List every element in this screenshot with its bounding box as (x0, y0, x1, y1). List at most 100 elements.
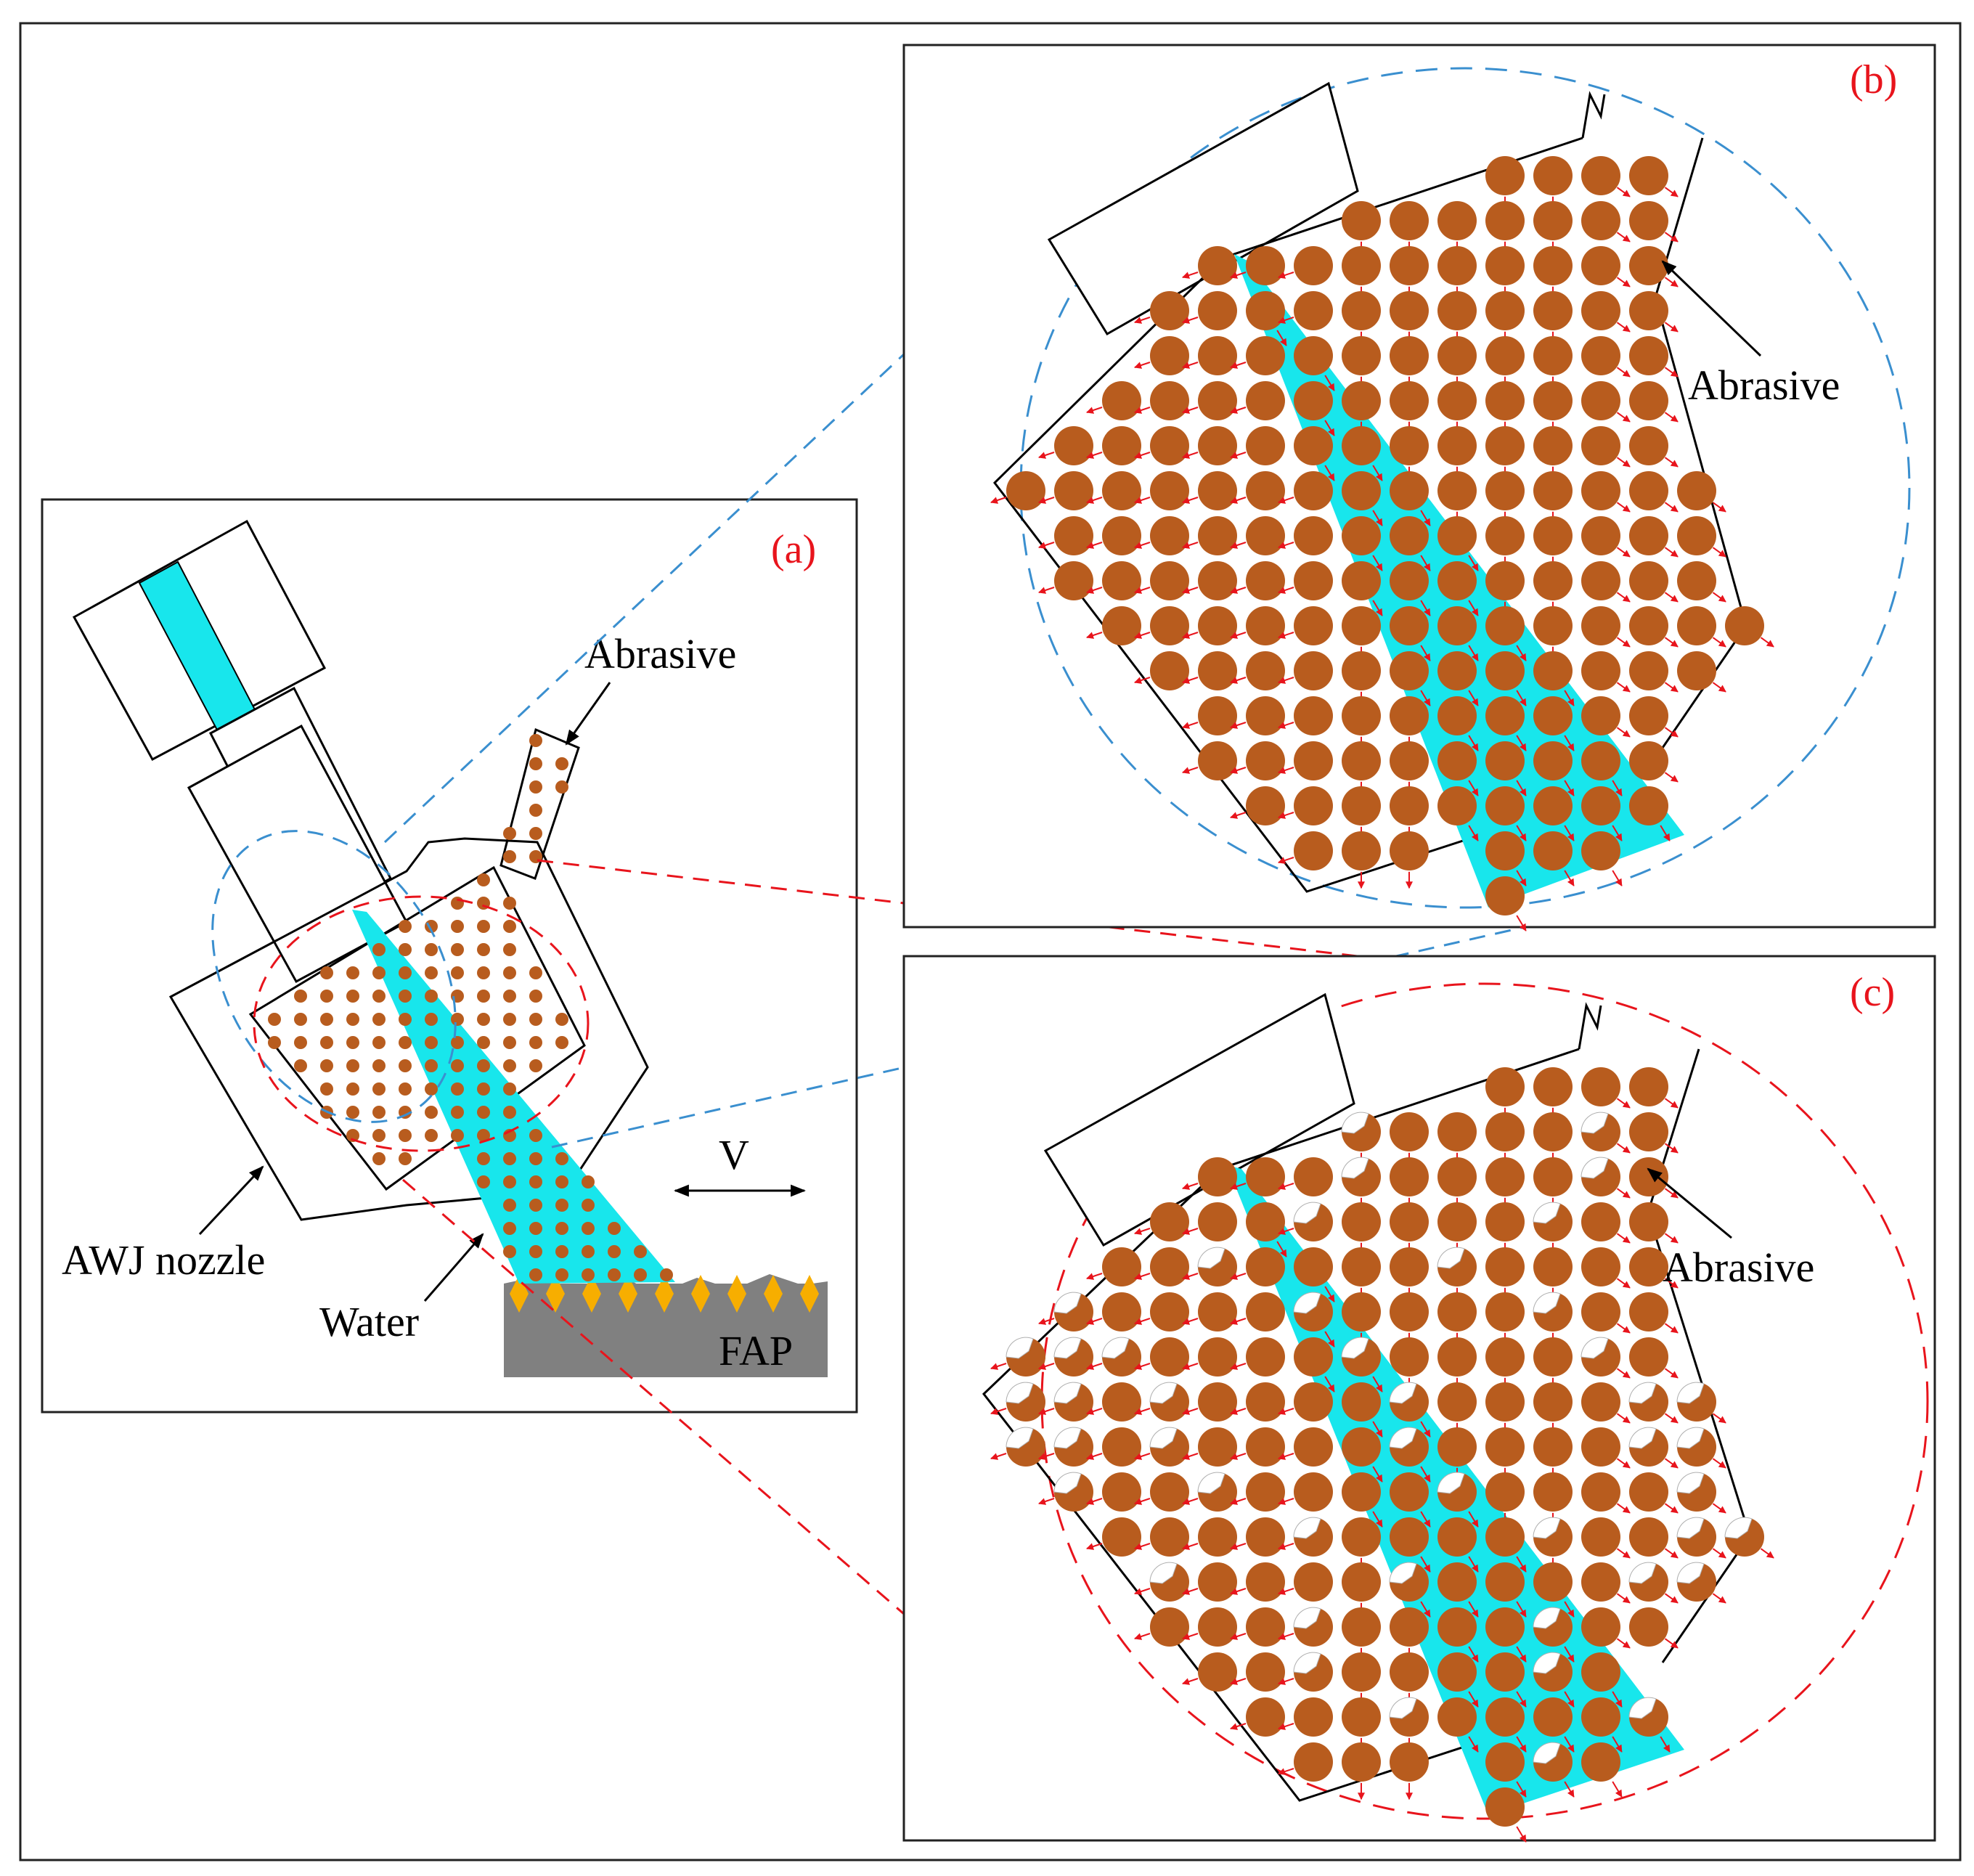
abrasive-particle (1102, 1517, 1141, 1557)
water-callout: Water (319, 1298, 419, 1345)
abrasive-particle (1629, 201, 1668, 240)
fiber-diamond (691, 1275, 710, 1313)
abrasive-particle (503, 920, 516, 933)
abrasive-particle (1629, 606, 1668, 645)
awj-nozzle-housing (168, 837, 649, 1221)
flow-arrow (1182, 1318, 1199, 1325)
flow-arrow (1468, 1646, 1479, 1663)
abrasive-particle (1102, 606, 1141, 645)
orifice-block-c (1043, 992, 1355, 1247)
abrasive-particle (1485, 1562, 1525, 1602)
abrasive-arrow-a (565, 682, 611, 746)
abrasive-particle (1485, 1472, 1525, 1512)
flow-arrow (1516, 780, 1527, 796)
abrasive-particle (425, 943, 438, 956)
abrasive-particle (1533, 1427, 1573, 1467)
abrasive-particle (1485, 426, 1525, 465)
flow-arrow (1230, 812, 1247, 819)
flow-arrow (1616, 1188, 1631, 1199)
abrasive-particle (346, 990, 359, 1003)
abrasive-particle (555, 1199, 568, 1212)
flow-arrow (1616, 592, 1631, 603)
flow-arrow (1278, 1498, 1294, 1505)
abrasive-particle (346, 1013, 359, 1026)
abrasive-particle (1581, 1607, 1620, 1647)
abrasive-particle (1533, 1247, 1573, 1286)
flow-arrow (1134, 632, 1151, 639)
fiber-diamond (655, 1275, 674, 1313)
abrasive-particle (1198, 381, 1237, 420)
abrasive-particle (1390, 606, 1429, 645)
abrasive-particle (1629, 786, 1668, 825)
fiber-diamond (582, 1275, 601, 1313)
abrasive-particle (1246, 606, 1285, 645)
flow-arrow (1230, 1453, 1247, 1460)
flow-arrow (1468, 1736, 1479, 1753)
abrasive-particle (451, 990, 464, 1003)
flow-arrow (1372, 465, 1383, 481)
abrasive-particle (1342, 291, 1381, 330)
abrasive-particle (477, 1175, 490, 1188)
flow-arrow (1564, 1646, 1575, 1663)
abrasive-particle (1390, 1112, 1429, 1151)
abrasive-particle (529, 827, 542, 840)
abrasive-particle (1390, 831, 1429, 870)
zoom-region-c-marker (253, 895, 590, 1152)
abrasive-particle (1294, 1697, 1333, 1737)
abrasive-particle (1294, 426, 1333, 465)
flow-arrow (1664, 322, 1679, 333)
abrasive-particle (1294, 1427, 1333, 1467)
flow-arrow (1712, 682, 1726, 693)
flow-arrow (1230, 272, 1247, 279)
abrasive-particle (1246, 1382, 1285, 1422)
abrasive-particle (477, 966, 490, 979)
abrasive-particle (1390, 1337, 1429, 1377)
flow-arrow (1182, 1498, 1199, 1505)
abrasive-particle (529, 804, 542, 817)
flow-arrow (1230, 632, 1247, 639)
flow-arrow (1134, 1588, 1151, 1595)
abrasive-particle (1677, 516, 1716, 555)
abrasive-particle (503, 1082, 516, 1096)
fractured-edge (1197, 1472, 1225, 1494)
flow-arrow (1420, 690, 1431, 706)
abrasive-particle (1581, 1427, 1620, 1467)
flow-arrow (1278, 317, 1294, 324)
abrasive-particle (1581, 291, 1620, 330)
flow-arrow (1134, 1363, 1151, 1370)
fractured-edge (1293, 1202, 1321, 1224)
abrasive-particle (1294, 1247, 1333, 1286)
abrasive-particle (451, 1059, 464, 1072)
abrasive-particle (477, 1152, 490, 1165)
abrasive-particle (1437, 561, 1477, 600)
flow-arrow (1086, 407, 1103, 414)
flow-arrow (1230, 1588, 1247, 1595)
flow-arrow (990, 1363, 1007, 1370)
feed-velocity-label: V (719, 1131, 749, 1178)
flow-arrow (1182, 1183, 1199, 1190)
abrasive-particle (555, 1036, 568, 1049)
abrasive-particle (1294, 651, 1333, 690)
flow-arrow (1712, 637, 1726, 648)
abrasive-particle (1485, 1292, 1525, 1331)
abrasive-particle (1342, 1562, 1381, 1602)
abrasive-particle (529, 780, 542, 794)
flow-arrow (1612, 780, 1623, 796)
fractured-edge (1628, 1697, 1657, 1719)
abrasive-particle (1629, 156, 1668, 195)
panel-c: (c) Abrasive (902, 955, 1936, 1843)
abrasive-particle (503, 850, 516, 863)
flow-arrow (1134, 1273, 1151, 1280)
flow-arrow (1038, 497, 1055, 504)
abrasive-particle (1198, 426, 1237, 465)
abrasive-particle (399, 943, 412, 956)
flow-arrow (1516, 915, 1527, 931)
abrasive-particle (477, 1013, 490, 1026)
flow-arrow (1278, 587, 1294, 594)
abrasive-particle (477, 1129, 490, 1142)
flow-arrow (1760, 1548, 1774, 1559)
abrasive-particle (372, 1129, 386, 1142)
flow-arrow (1086, 497, 1103, 504)
abrasive-particle (346, 966, 359, 979)
abrasive-particle (372, 1106, 386, 1119)
